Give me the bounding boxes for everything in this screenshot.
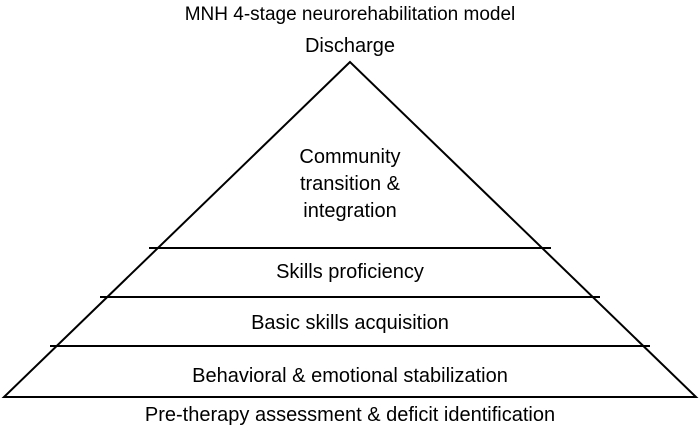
level-stage-2: Basic skills acquisition — [251, 312, 449, 334]
level-stage-1: Behavioral & emotional stabilization — [192, 365, 508, 387]
pyramid-outline — [1, 60, 699, 398]
base-label: Pre-therapy assessment & deficit identif… — [144, 404, 556, 426]
apex-label: Discharge — [304, 35, 396, 57]
level-stage-4: Community transition & integration — [299, 146, 401, 222]
diagram-title: MNH 4-stage neurorehabilitation model — [184, 4, 516, 25]
level-stage-3: Skills proficiency — [276, 261, 424, 283]
